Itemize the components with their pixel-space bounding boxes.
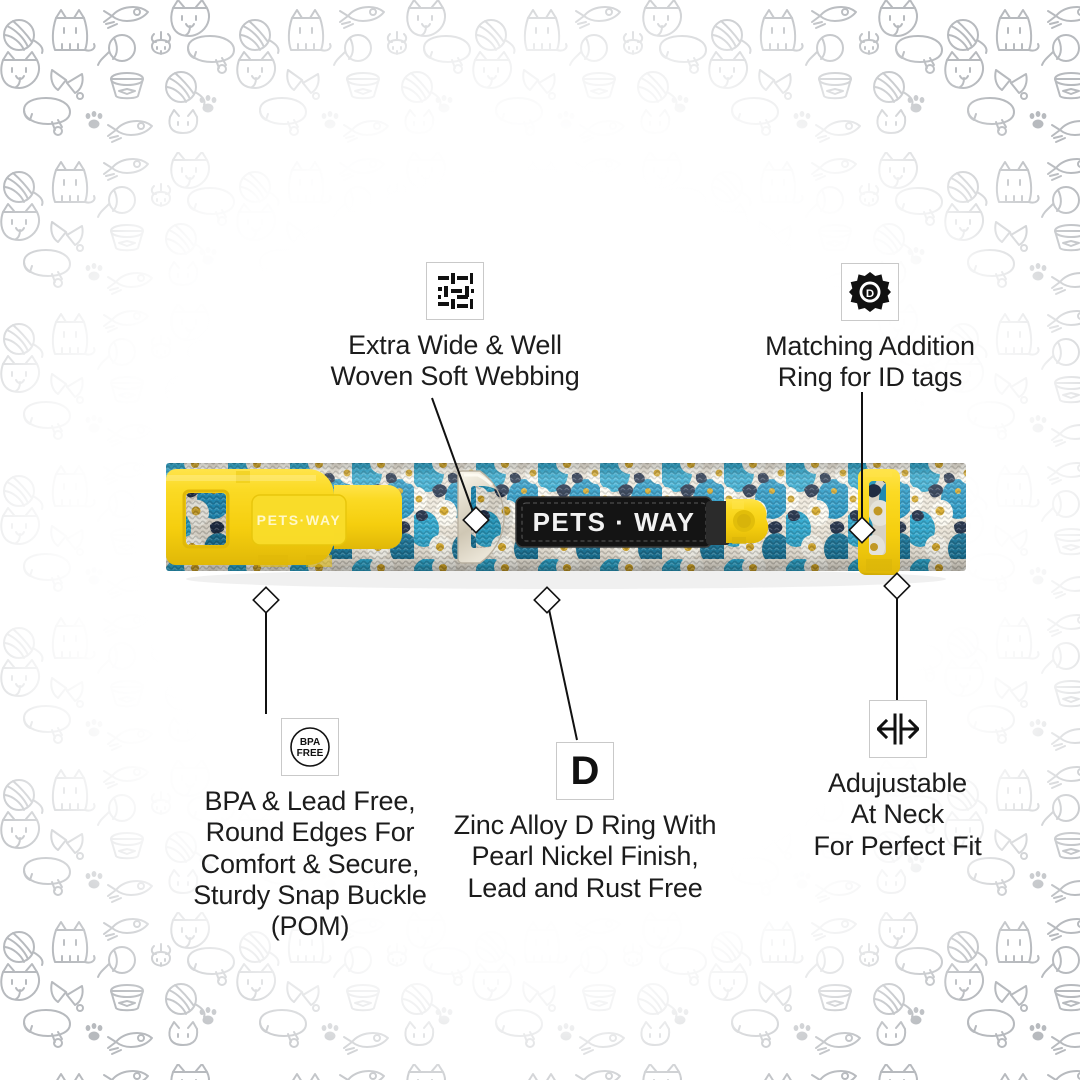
d-ring-badge-icon: D: [841, 263, 899, 321]
callout-d-ring: D Zinc Alloy D Ring With Pearl Nickel Fi…: [420, 742, 750, 904]
woven-webbing-icon: [426, 262, 484, 320]
bpa-icon-line1: BPA: [300, 737, 320, 748]
adjust-width-arrows-icon: [868, 700, 927, 758]
callout-bpa: BPA FREE BPA & Lead Free, Round Edges Fo…: [160, 718, 460, 943]
callout-id-ring-text: Matching Addition Ring for ID tags: [765, 331, 975, 393]
letter-d-glyph: D: [570, 749, 600, 793]
bpa-free-icon: BPA FREE: [281, 718, 339, 776]
callout-webbing: Extra Wide & Well Woven Soft Webbing: [285, 262, 625, 393]
callout-bpa-text: BPA & Lead Free, Round Edges For Comfort…: [193, 786, 427, 942]
svg-text:D: D: [866, 288, 874, 300]
callout-id-ring: D Matching Addition Ring for ID tags: [745, 263, 995, 394]
letter-d-icon: D: [556, 742, 614, 800]
callout-d-ring-text: Zinc Alloy D Ring With Pearl Nickel Fini…: [453, 810, 717, 903]
bpa-icon-line2: FREE: [297, 748, 324, 759]
callout-webbing-text: Extra Wide & Well Woven Soft Webbing: [330, 330, 580, 392]
callout-adjustable: Adujustable At Neck For Perfect Fit: [790, 700, 1005, 862]
callout-adjustable-text: Adujustable At Neck For Perfect Fit: [813, 768, 982, 861]
